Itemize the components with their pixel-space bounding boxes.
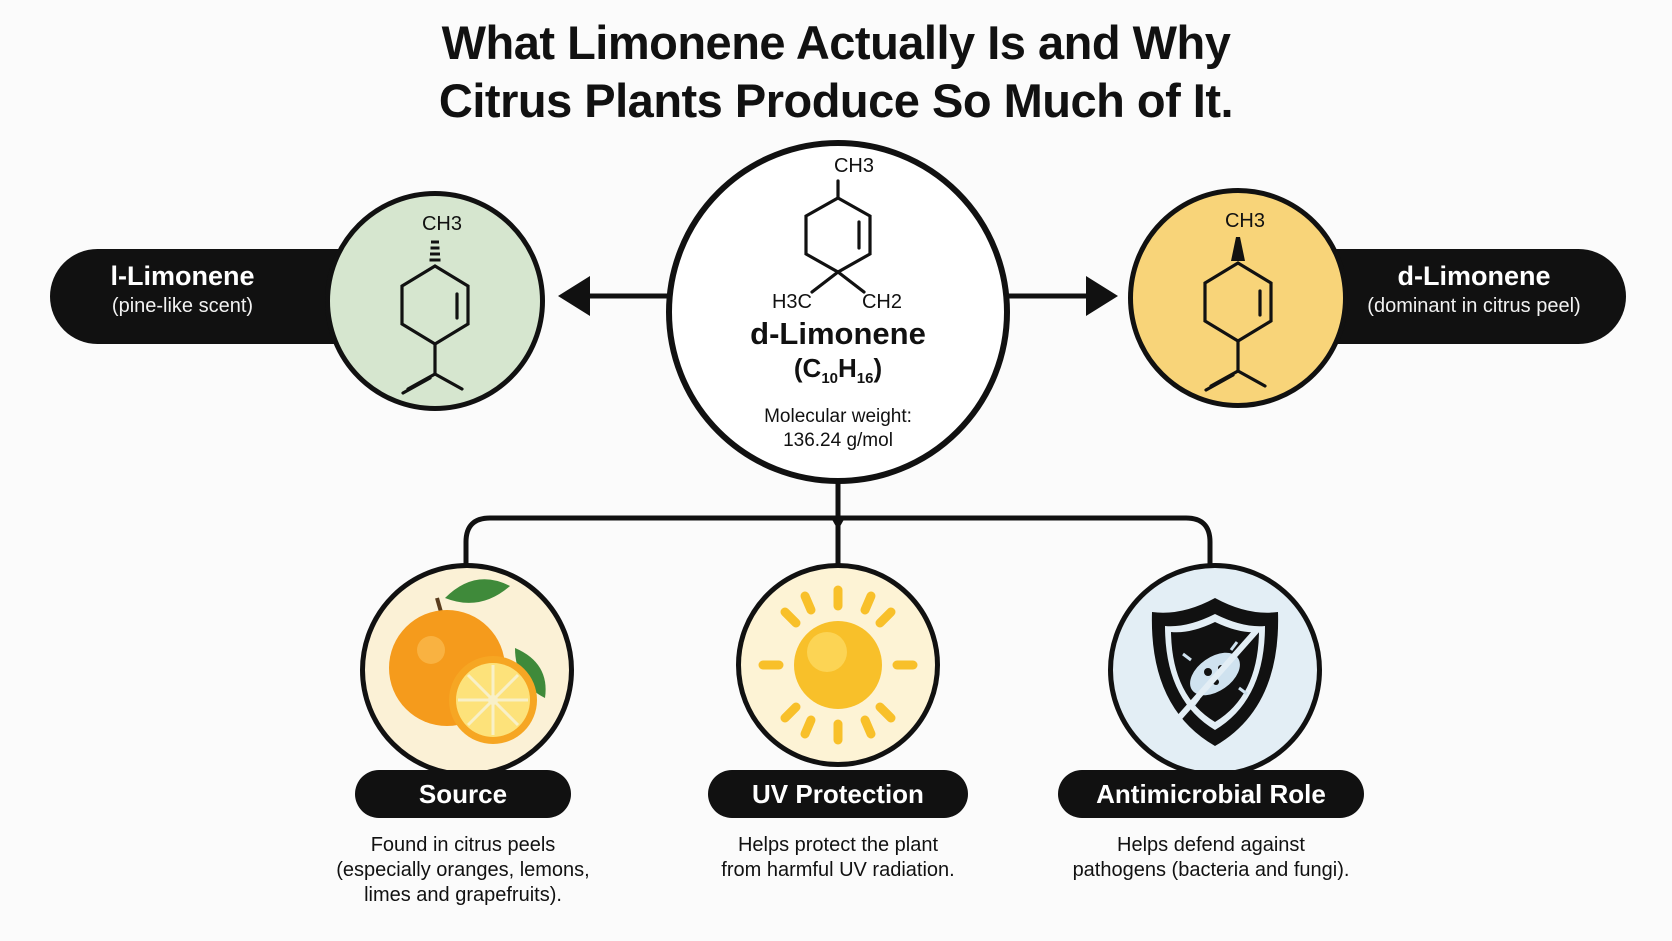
- center-ch3-label: CH3: [834, 155, 874, 177]
- title-line-2: Citrus Plants Produce So Much of It.: [438, 74, 1234, 127]
- source-circle: [360, 563, 574, 777]
- formula-h-count: 16: [856, 370, 874, 388]
- page-title: What Limonene Actually Is and Why Citrus…: [0, 14, 1672, 130]
- l-limonene-structure-circle: CH3: [325, 191, 545, 411]
- d-limonene-ch3-label: CH3: [1225, 210, 1265, 232]
- center-text-block: d-Limonene (C10H16) Molecular weight: 13…: [672, 316, 1004, 453]
- center-formula: (C10H16): [793, 353, 883, 388]
- d-limonene-side-note: (dominant in citrus peel): [1367, 295, 1581, 317]
- l-limonene-structure: CH3: [400, 213, 470, 395]
- antimicrobial-desc-line-1: Helps defend against: [1117, 834, 1305, 856]
- formula-c: C: [802, 353, 822, 383]
- antimicrobial-description: Helps defend against pathogens (bacteria…: [1046, 833, 1376, 883]
- d-limonene-center-circle: CH3 H3C CH2 d-Limonene (C10H16) Molecula…: [666, 140, 1010, 484]
- molecular-weight-value: 136.24 g/mol: [783, 430, 893, 452]
- arrow-left-head: [558, 276, 590, 316]
- l-limonene-ch3-label: CH3: [422, 213, 462, 235]
- source-desc-line-3: limes and grapefruits).: [364, 884, 562, 906]
- d-limonene-structure: CH3: [1203, 210, 1273, 392]
- formula-h: H: [838, 353, 857, 383]
- d-limonene-structure-circle: CH3: [1128, 188, 1348, 408]
- shield-icon: [1151, 598, 1279, 746]
- source-description: Found in citrus peels (especially orange…: [313, 833, 613, 908]
- center-compound-name: d-Limonene: [750, 316, 926, 351]
- uv-desc-line-1: Helps protect the plant: [737, 834, 939, 856]
- sun-icon: [758, 585, 918, 745]
- antimicrobial-role-label: Antimicrobial Role: [1058, 770, 1364, 818]
- l-limonene-note: (pine-like scent): [111, 295, 254, 317]
- tree-junction-mark: [830, 516, 846, 530]
- d-limonene-side-name: d-Limonene: [1397, 261, 1551, 291]
- formula-c-count: 10: [821, 370, 838, 388]
- uv-description: Helps protect the plant from harmful UV …: [688, 833, 988, 883]
- source-label: Source: [355, 770, 571, 818]
- source-desc-line-1: Found in citrus peels: [370, 834, 556, 856]
- title-line-1: What Limonene Actually Is and Why: [441, 16, 1231, 69]
- d-limonene-center-structure: CH3 H3C CH2: [772, 155, 902, 313]
- l-limonene-name: l-Limonene: [110, 261, 255, 291]
- citrus-fruit-icon: [389, 579, 546, 744]
- center-ch2-label: CH2: [862, 291, 902, 313]
- antimicrobial-circle: [1108, 563, 1322, 777]
- uv-protection-label: UV Protection: [708, 770, 968, 818]
- antimicrobial-desc-line-2: pathogens (bacteria and fungi).: [1072, 859, 1350, 881]
- molecular-weight-label: Molecular weight:: [764, 406, 912, 428]
- uv-desc-line-2: from harmful UV radiation.: [721, 859, 955, 881]
- source-desc-line-2: (especially oranges, lemons,: [336, 859, 590, 881]
- tree-connector: [463, 478, 1213, 566]
- arrow-right-head: [1086, 276, 1118, 316]
- center-h3c-label: H3C: [772, 291, 812, 313]
- uv-circle: [736, 563, 940, 767]
